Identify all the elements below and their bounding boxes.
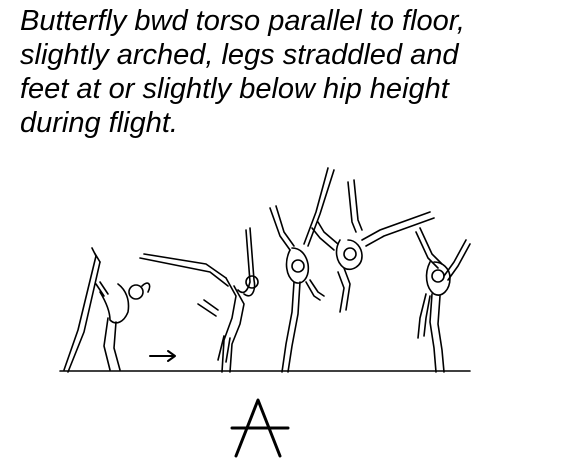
element-description: Butterfly bwd torso parallel to floor, s… [20,4,560,140]
gymnast-figure-5 [415,227,471,373]
gymnast-sequence-illustration [0,150,566,468]
description-line-4: during flight. [20,107,178,139]
difficulty-value-symbol [230,398,290,458]
gymnast-figure-3 [269,167,335,373]
gymnast-sequence-drawing [59,167,471,458]
gymnast-figure-2 [139,227,259,373]
description-line-1: Butterfly bwd torso parallel to floor, [20,5,465,37]
gymnast-figure-4 [311,179,435,313]
gymnast-figure-1 [63,247,151,373]
description-line-2: slightly arched, legs straddled and [20,39,459,71]
description-line-3: feet at or slightly below hip height [20,73,449,105]
arrow-right-icon [149,350,176,362]
